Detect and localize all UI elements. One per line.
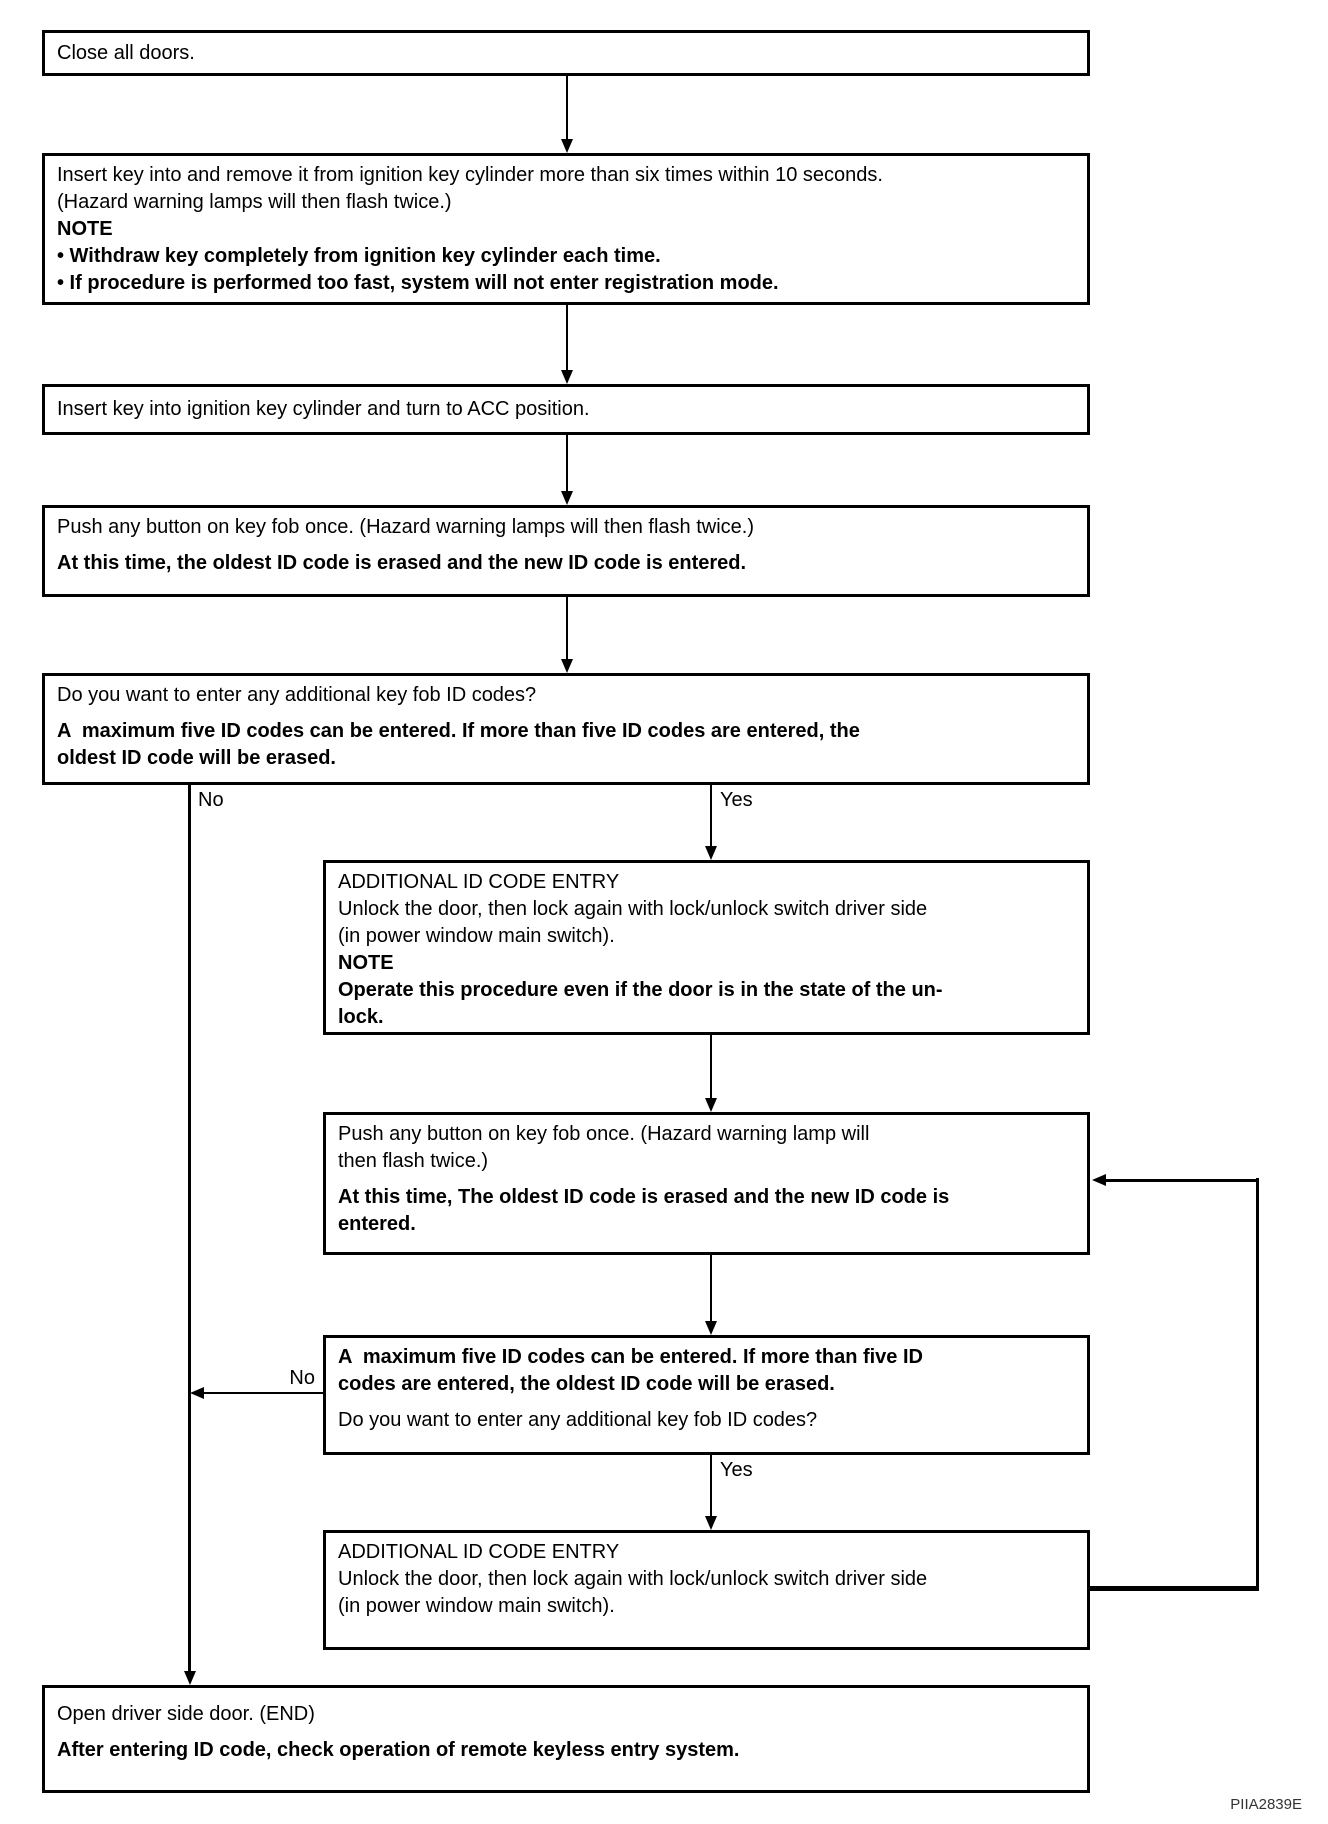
- box-text-line: A maximum five ID codes can be entered. …: [338, 1346, 923, 1368]
- box-text-line: At this time, the oldest ID code is eras…: [57, 552, 747, 574]
- box-text-line: Insert key into ignition key cylinder an…: [57, 398, 590, 420]
- box-text-line: • Withdraw key completely from ignition …: [57, 245, 661, 267]
- connector-line-1: [566, 76, 568, 141]
- step-box-push-button-first: Push any button on key fob once. (Hazard…: [42, 505, 1090, 597]
- box-text-line: (in power window main switch).: [338, 925, 615, 947]
- connector-line-4: [566, 597, 568, 661]
- arrow-left-icon-no-loop: [190, 1387, 204, 1399]
- box-text-line: Do you want to enter any additional key …: [338, 1409, 818, 1431]
- connector-line-6: [710, 1255, 712, 1323]
- arrow-down-icon-yes-1: [705, 846, 717, 860]
- box-text-line: Unlock the door, then lock again with lo…: [338, 1568, 928, 1590]
- arrow-down-icon-5: [705, 1098, 717, 1112]
- decision-box-additional-codes-loop: A maximum five ID codes can be entered. …: [323, 1335, 1090, 1455]
- connector-no-loop-line: [204, 1392, 323, 1394]
- arrow-down-icon-yes-2: [705, 1516, 717, 1530]
- box-text-line: lock.: [338, 1006, 384, 1028]
- arrow-down-icon-2: [561, 370, 573, 384]
- box-text-line: A maximum five ID codes can be entered. …: [57, 720, 860, 742]
- box-text-line: Push any button on key fob once. (Hazard…: [338, 1123, 870, 1145]
- branch-label-no-mid: No: [289, 1367, 315, 1389]
- step-box-insert-key-acc: Insert key into ignition key cylinder an…: [42, 384, 1090, 435]
- box-text-line: Close all doors.: [57, 41, 195, 64]
- connector-line-3: [566, 435, 568, 493]
- feedback-loop-vertical-line: [1256, 1178, 1259, 1591]
- decision-box-additional-codes-first: Do you want to enter any additional key …: [42, 673, 1090, 785]
- box-text-line: After entering ID code, check operation …: [57, 1739, 740, 1761]
- box-text-line: ADDITIONAL ID CODE ENTRY: [338, 1541, 620, 1563]
- step-box-additional-entry-loop: ADDITIONAL ID CODE ENTRY Unlock the door,…: [323, 1530, 1090, 1650]
- step-box-additional-entry-first: ADDITIONAL ID CODE ENTRY Unlock the door,…: [323, 860, 1090, 1035]
- connector-yes-branch-line-2: [710, 1455, 712, 1518]
- connector-line-2: [566, 305, 568, 372]
- box-text-line: NOTE: [338, 952, 394, 974]
- box-text-line: ADDITIONAL ID CODE ENTRY: [338, 871, 620, 893]
- box-text-line: codes are entered, the oldest ID code wi…: [338, 1373, 835, 1395]
- step-box-close-doors: Close all doors.: [42, 30, 1090, 76]
- connector-line-5: [710, 1035, 712, 1100]
- box-text-line: Push any button on key fob once. (Hazard…: [57, 516, 755, 538]
- connector-no-branch-line: [188, 785, 191, 1671]
- box-text-line: oldest ID code will be erased.: [57, 747, 336, 769]
- arrow-left-icon-feedback: [1092, 1174, 1106, 1186]
- branch-label-no-top: No: [198, 789, 224, 811]
- box-text-line: Insert key into and remove it from ignit…: [57, 164, 883, 186]
- box-text-line: then flash twice.): [338, 1150, 489, 1172]
- box-text-line: Operate this procedure even if the door …: [338, 979, 943, 1001]
- box-text-line: At this time, The oldest ID code is eras…: [338, 1186, 950, 1208]
- step-box-insert-remove-key: Insert key into and remove it from ignit…: [42, 153, 1090, 305]
- box-text-line: Open driver side door. (END): [57, 1703, 315, 1725]
- box-text-line: • If procedure is performed too fast, sy…: [57, 272, 779, 294]
- feedback-loop-bottom-line: [1090, 1586, 1259, 1591]
- arrow-down-icon-3: [561, 491, 573, 505]
- box-text-line: Do you want to enter any additional key …: [57, 684, 537, 706]
- box-text-line: (Hazard warning lamps will then flash tw…: [57, 191, 452, 213]
- branch-label-yes-mid: Yes: [720, 1459, 753, 1481]
- arrow-down-icon-6: [705, 1321, 717, 1335]
- box-text-line: NOTE: [57, 218, 113, 240]
- box-text-line: (in power window main switch).: [338, 1595, 615, 1617]
- feedback-loop-top-line: [1105, 1179, 1259, 1182]
- figure-code-label: PIIA2839E: [1230, 1796, 1302, 1813]
- arrow-down-icon-4: [561, 659, 573, 673]
- arrow-down-icon-no-branch: [184, 1671, 196, 1685]
- connector-yes-branch-line-1: [710, 785, 712, 848]
- box-text-line: entered.: [338, 1213, 416, 1235]
- box-text-line: Unlock the door, then lock again with lo…: [338, 898, 928, 920]
- branch-label-yes-top: Yes: [720, 789, 753, 811]
- step-box-push-button-loop: Push any button on key fob once. (Hazard…: [323, 1112, 1090, 1255]
- arrow-down-icon-1: [561, 139, 573, 153]
- end-box-open-door: Open driver side door. (END) After enteri…: [42, 1685, 1090, 1793]
